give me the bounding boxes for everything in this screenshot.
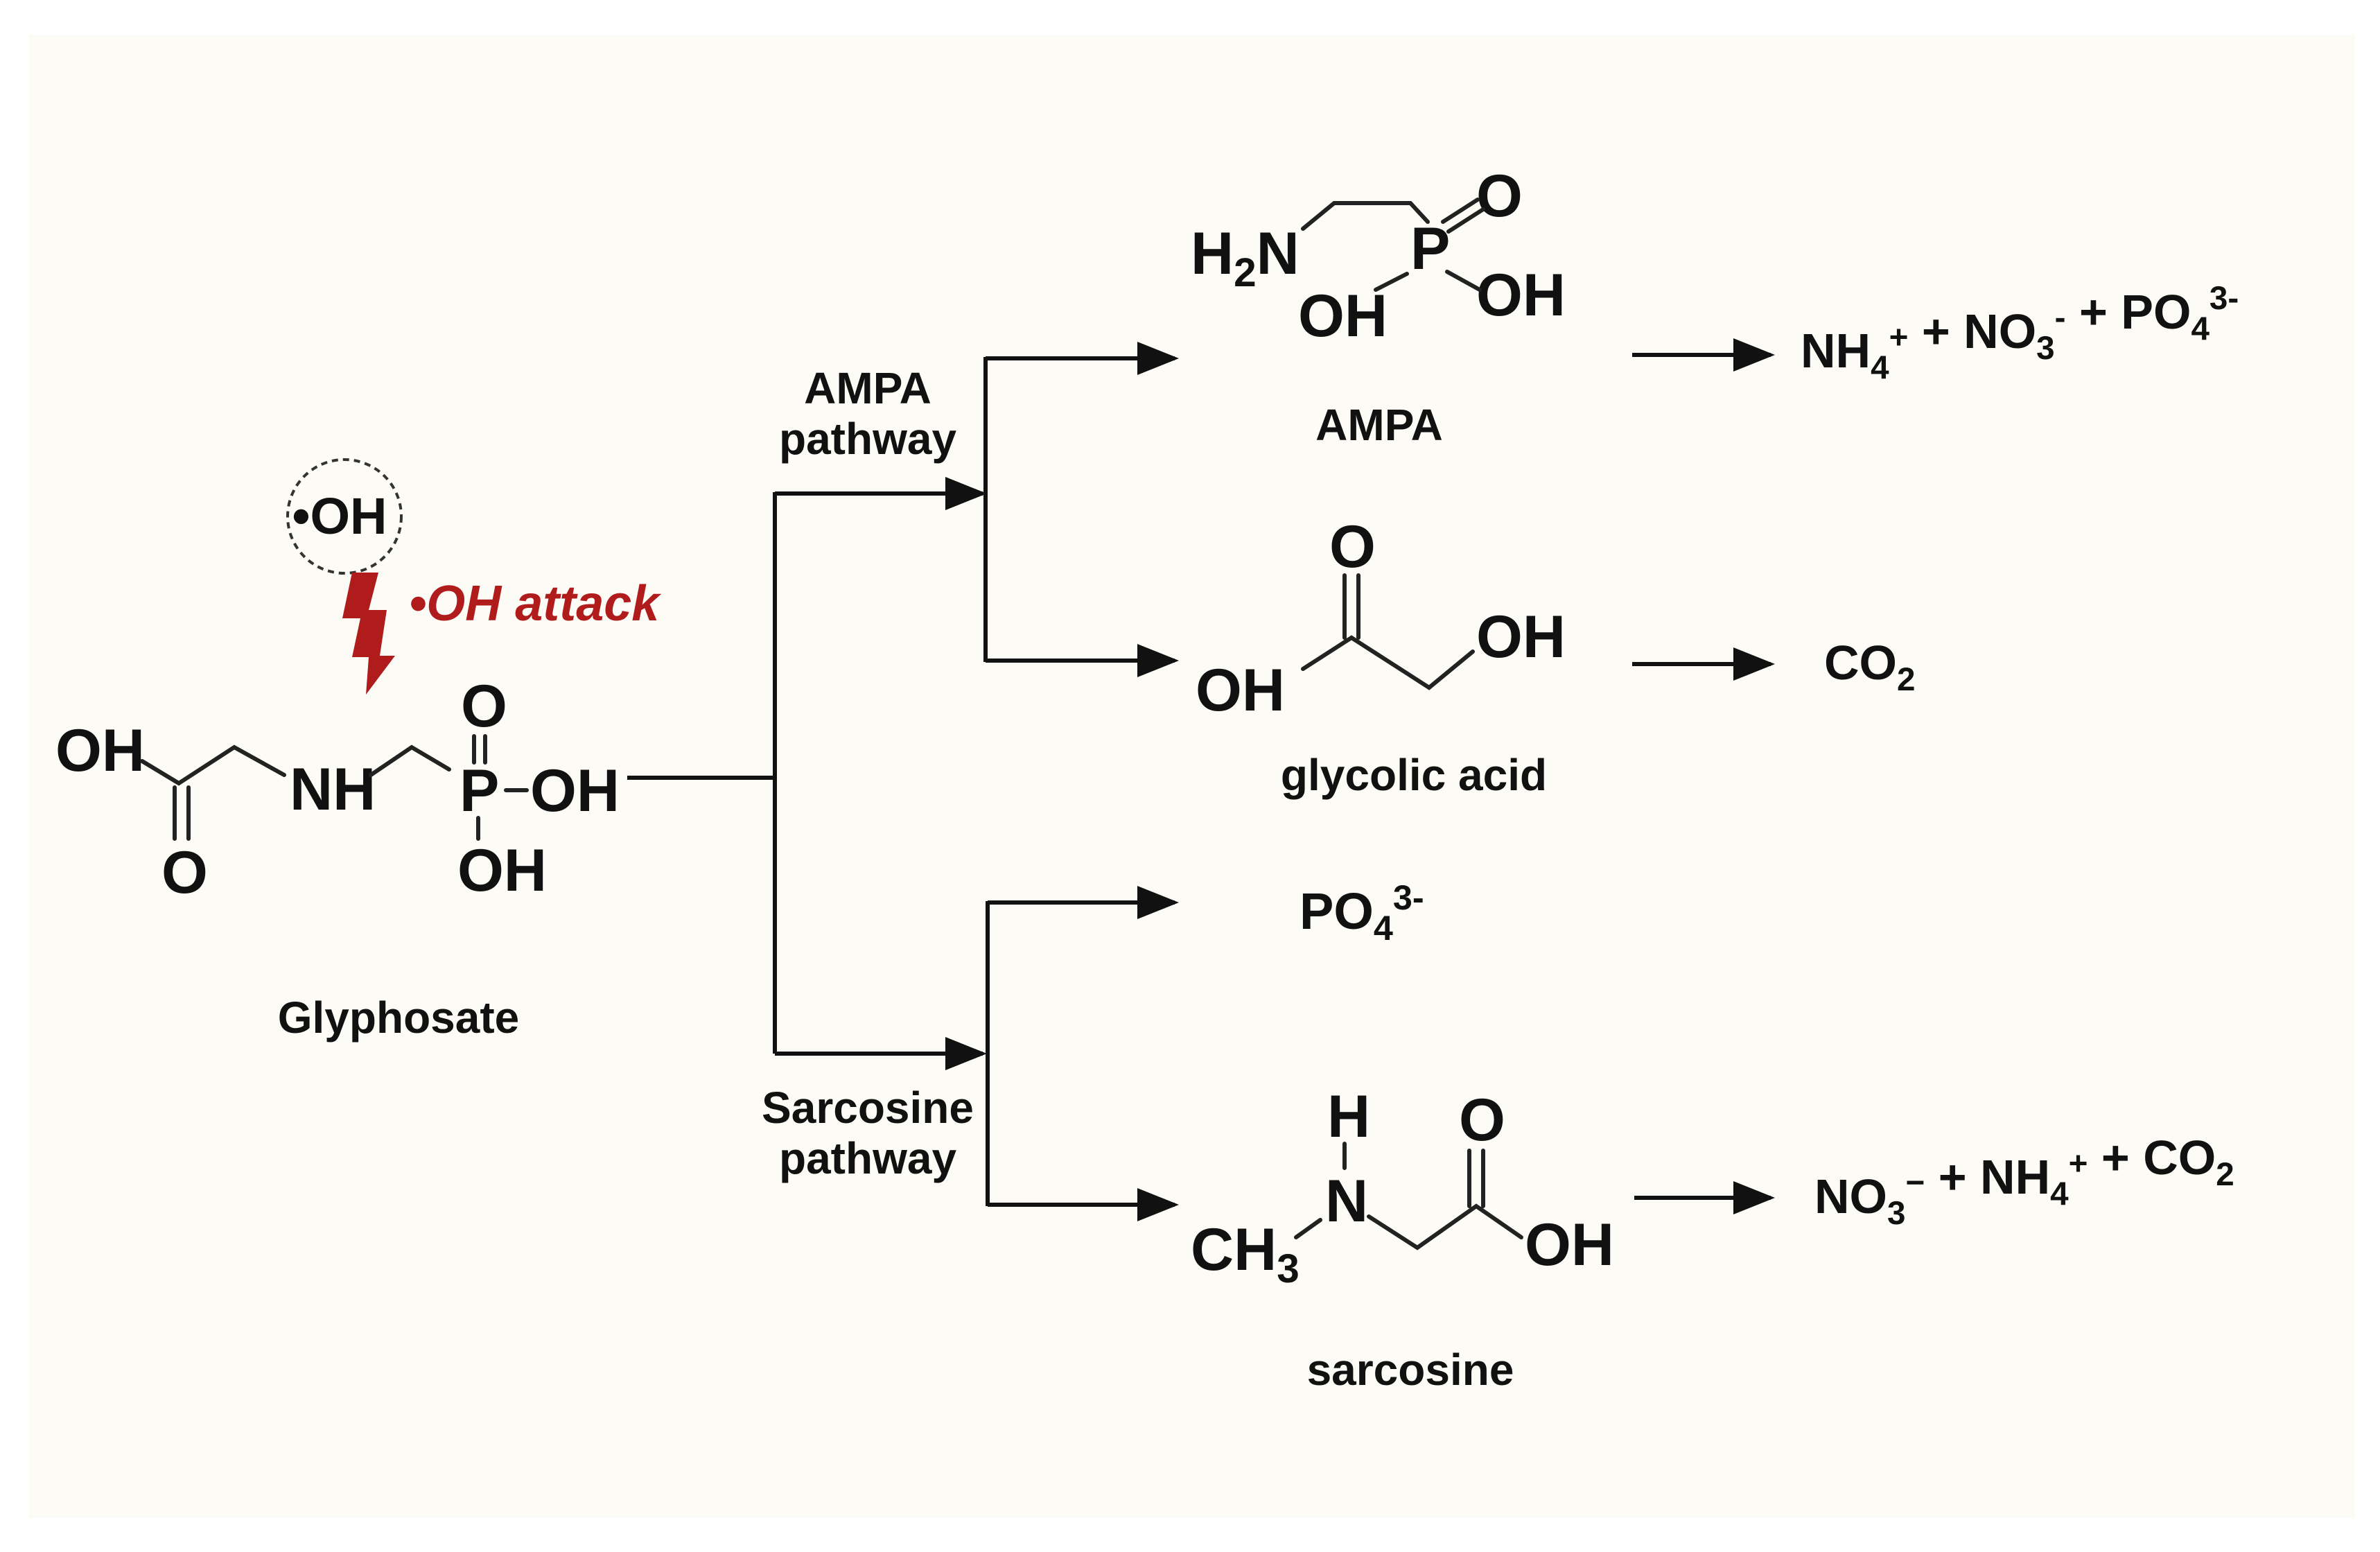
ampa-product-sub-2: 4 <box>2191 311 2210 347</box>
sarcosine-product-main-2: + CO <box>2088 1131 2216 1185</box>
sarcosine-o: O <box>1459 1087 1505 1153</box>
ampa-o: O <box>1476 163 1523 229</box>
ampa-product-sup-1: - <box>2055 299 2066 336</box>
glyphosate-p: P <box>460 758 499 824</box>
ampa-oh-left: OH <box>1298 283 1388 349</box>
glyphosate-p-oh-right: OH <box>530 758 620 824</box>
sarcosine-product-main-1: + NH <box>1925 1150 2050 1204</box>
glyphosate-bonds <box>140 734 529 841</box>
glycolic-acid-structure: O OH OH glycolic acid <box>1196 514 1566 800</box>
sarcosine-h: H <box>1327 1083 1370 1150</box>
ampa-product-main-1: + NO <box>1908 304 2036 358</box>
sarcosine-product-sup-0: − <box>1905 1165 1925 1201</box>
glyphosate-structure: OH O NH P O OH OH Glyphosate <box>55 673 620 1043</box>
glyphosate-nh: NH <box>290 756 376 823</box>
phosphate-sup-0: 3- <box>1393 878 1424 917</box>
glyphosate-p-oh-bottom: OH <box>457 837 547 904</box>
ampa-product-sup-2: 3- <box>2210 280 2239 317</box>
sarcosine-product-sub-2: 2 <box>2216 1156 2234 1193</box>
sarcosine-n: N <box>1325 1168 1368 1235</box>
glyphosate-name: Glyphosate <box>278 993 520 1043</box>
phosphate-main-0: PO <box>1300 882 1374 940</box>
pathway-lines <box>627 342 1179 1221</box>
sarcosine-structure: H N CH3 O OH sarcosine <box>1191 1083 1614 1395</box>
ampa-mineralization-products: NH4+ + NO3- + PO43- <box>1801 280 2239 386</box>
ampa-pathway-label: AMPA pathway <box>779 363 956 464</box>
ampa-product-sup-0: + <box>1889 319 1909 356</box>
ampa-pathway-label-line1: AMPA <box>804 363 931 413</box>
sarcosine-pathway-label-line1: Sarcosine <box>762 1083 974 1133</box>
phosphate-product: PO43- <box>1300 878 1424 948</box>
sarcosine-ch3: CH3 <box>1191 1217 1300 1291</box>
diagram-panel <box>29 35 2354 1518</box>
glycolic-acid-mineralization-products: CO2 <box>1824 636 1915 698</box>
glyphosate-o-carbonyl: O <box>161 839 208 906</box>
glycolic-acid-bonds <box>1301 573 1475 690</box>
glycolic-acid-name: glycolic acid <box>1281 750 1547 800</box>
sarcosine-oh: OH <box>1525 1212 1614 1278</box>
radical-attack: •OH •OH attack <box>286 458 662 695</box>
sarcosine-pathway-label: Sarcosine pathway <box>762 1083 974 1183</box>
sarcosine-product-sup-1: + <box>2069 1145 2088 1182</box>
ampa-product-sub-0: 4 <box>1871 349 1889 386</box>
sarcosine-product-main-0: NO <box>1814 1169 1887 1223</box>
sarcosine-product-sub-1: 4 <box>2050 1176 2069 1212</box>
ampa-name: AMPA <box>1315 400 1443 450</box>
glycolic-acid-oh-right: OH <box>1476 604 1566 670</box>
ampa-h2n: H2N <box>1191 220 1300 295</box>
glycolic-product-main-0: CO <box>1824 636 1897 690</box>
sarcosine-bonds <box>1294 1142 1523 1250</box>
hydroxyl-radical-circle <box>286 458 403 575</box>
ampa-product-main-0: NH <box>1801 324 1871 378</box>
sarcosine-mineralization-products: NO3− + NH4+ + CO2 <box>1814 1131 2234 1232</box>
ampa-product-main-2: + PO <box>2066 285 2191 339</box>
ampa-structure: H2N P O OH OH AMPA <box>1191 163 1566 450</box>
lightning-bolt-icon <box>342 573 395 695</box>
glycolic-acid-o: O <box>1329 514 1376 580</box>
sarcosine-pathway-label-line2: pathway <box>779 1133 956 1183</box>
glycolic-product-sub-0: 2 <box>1897 661 1915 698</box>
glyphosate-oh-acid: OH <box>55 717 145 784</box>
hydroxyl-radical-label: •OH <box>292 487 387 545</box>
oh-attack-label: •OH attack <box>409 576 662 631</box>
glyphosate-p-o: O <box>461 673 507 740</box>
sarcosine-name: sarcosine <box>1307 1345 1514 1395</box>
ampa-product-sub-1: 3 <box>2036 330 2054 367</box>
phosphate-sub-0: 4 <box>1374 908 1393 948</box>
ampa-p: P <box>1410 216 1450 282</box>
ampa-pathway-label-line2: pathway <box>779 414 956 464</box>
ampa-bonds <box>1301 198 1485 292</box>
main-branch-line <box>627 492 777 1054</box>
ampa-oh-right: OH <box>1476 262 1566 329</box>
sarcosine-product-sub-0: 3 <box>1887 1195 1905 1232</box>
glycolic-acid-oh-left: OH <box>1196 657 1285 724</box>
